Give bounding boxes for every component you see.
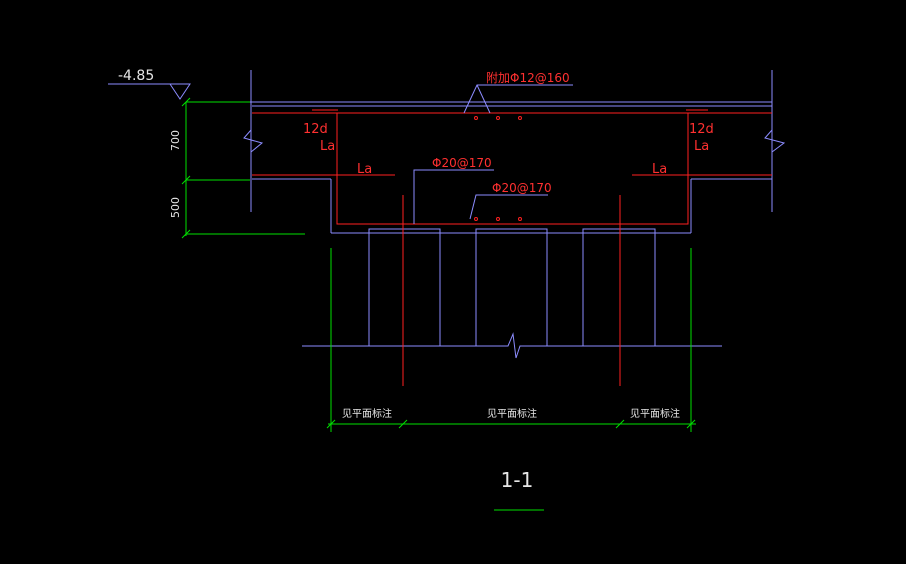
slab-outline (190, 70, 786, 359)
dimension-700: 700 (169, 130, 182, 151)
rebar-label-bottom: Φ20@170 (492, 181, 552, 195)
rebar-leaders (413, 84, 573, 224)
rebar-lines (252, 109, 772, 386)
elevation-label: -4.85 (118, 68, 154, 84)
anchor-12d-right: 12d (689, 122, 714, 137)
horizontal-dimension (326, 248, 696, 432)
section-title: 1-1 (501, 468, 534, 492)
rebar-label-top: 附加Φ12@160 (486, 71, 570, 85)
dimension-mid-span: 见平面标注 (487, 407, 537, 420)
anchor-la-left: La (320, 139, 335, 154)
anchor-la-inner-right: La (652, 162, 667, 177)
anchor-12d-left: 12d (303, 122, 328, 137)
rebar-dots (474, 116, 522, 221)
dimension-500: 500 (169, 197, 182, 218)
dimension-right-span: 见平面标注 (630, 407, 680, 420)
dimension-left-span: 见平面标注 (342, 407, 392, 420)
anchor-la-right: La (694, 139, 709, 154)
anchor-la-inner-left: La (357, 162, 372, 177)
elevation-marker: -4.85 (108, 68, 191, 100)
rebar-label-mid: Φ20@170 (432, 156, 492, 170)
vertical-dimension (181, 97, 305, 239)
